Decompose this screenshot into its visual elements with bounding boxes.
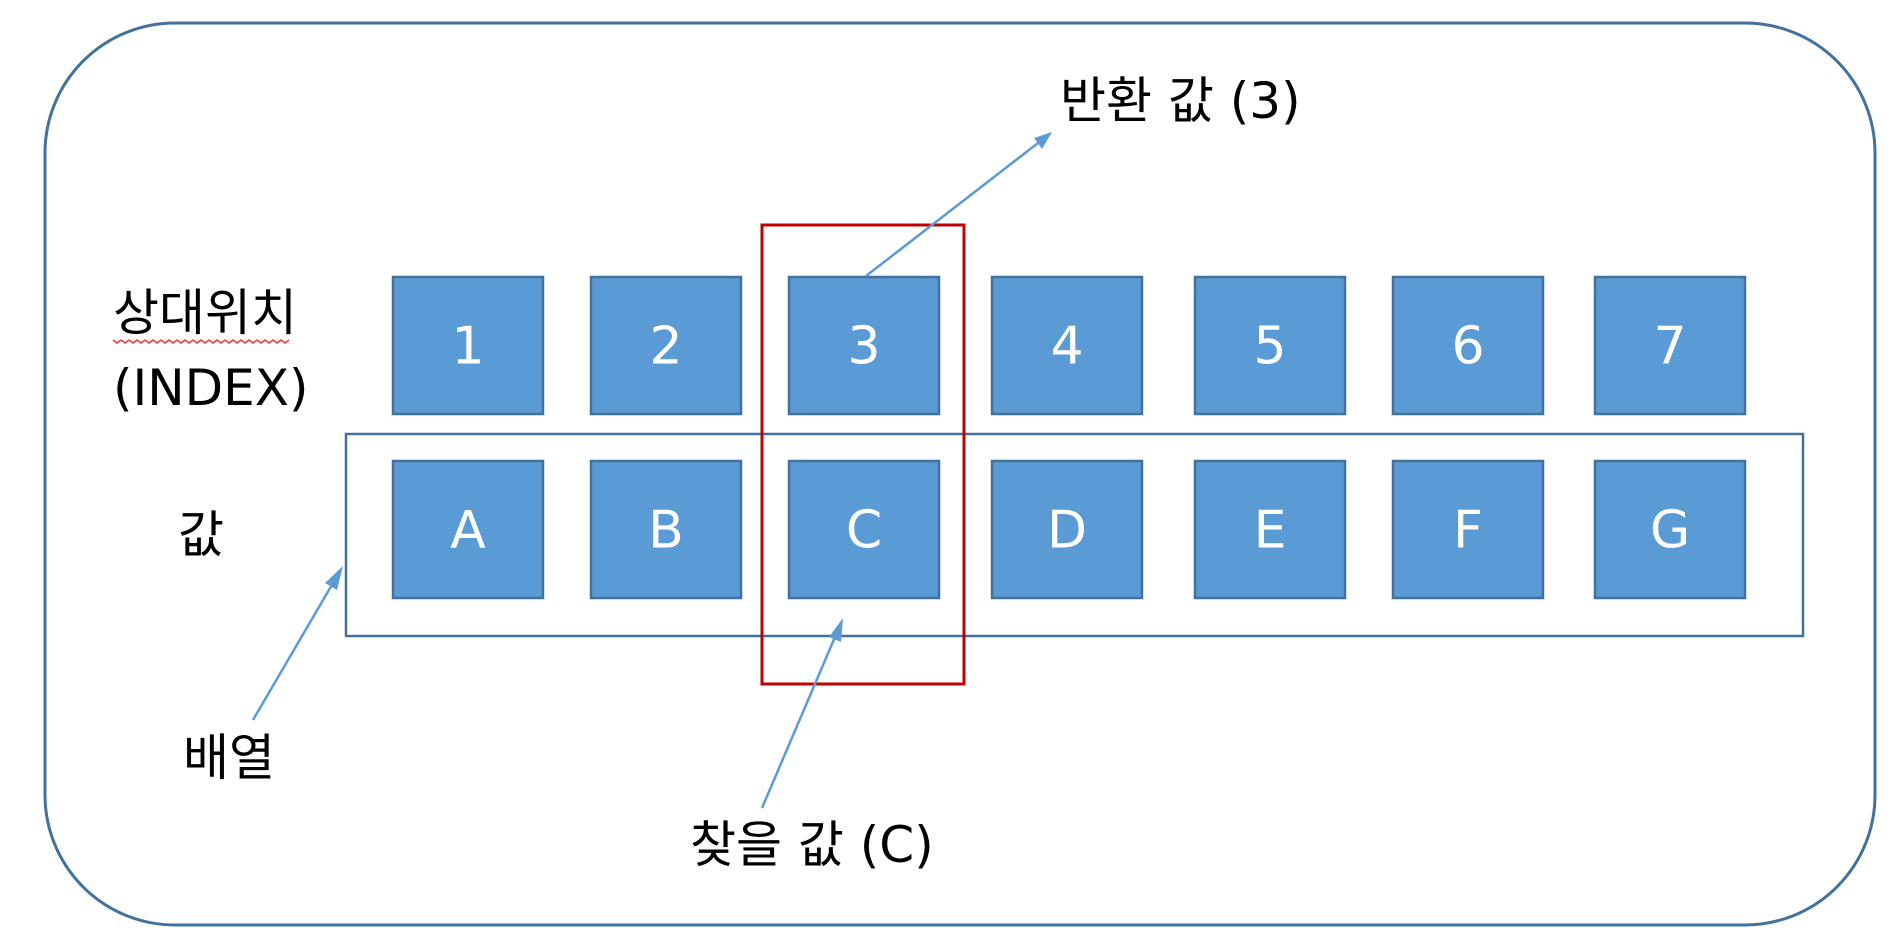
return-pointer-arrowhead — [1034, 132, 1052, 149]
value-cell — [1593, 459, 1747, 600]
return-pointer-line — [865, 142, 1039, 277]
index-cell — [1193, 275, 1347, 416]
index-cell-label: 1 — [451, 317, 484, 377]
value-cell-label: F — [1453, 501, 1483, 561]
index-cell-label: 6 — [1451, 317, 1484, 377]
value-cell-label: D — [1047, 501, 1087, 561]
value-cell — [787, 459, 941, 600]
index-cell — [1593, 275, 1747, 416]
index-cell-label: 5 — [1253, 317, 1286, 377]
spellcheck-underline — [112, 339, 290, 344]
index-cell-label: 4 — [1050, 317, 1083, 377]
search-pointer-arrowhead — [829, 618, 843, 642]
array-container — [344, 432, 1805, 638]
value-cell — [990, 459, 1144, 600]
array-pointer-line — [251, 582, 335, 721]
index-cell-label: 3 — [847, 317, 880, 377]
value-cell-label: G — [1650, 501, 1690, 561]
index-cell — [1391, 275, 1545, 416]
value-cell-label: C — [846, 501, 882, 561]
diagram-frame — [43, 21, 1877, 927]
index-cell — [990, 275, 1144, 416]
value-cell — [391, 459, 545, 600]
index-cell — [391, 275, 545, 416]
value-cell-label: E — [1254, 501, 1287, 561]
search-value-label: 찾을 값 (C) — [690, 816, 934, 874]
array-pointer-arrowhead — [325, 566, 343, 590]
value-cell — [1391, 459, 1545, 600]
index-cell — [787, 275, 941, 416]
index-label-line2: (INDEX) — [113, 359, 309, 417]
value-cell-label: A — [450, 501, 486, 561]
highlight-box — [760, 223, 966, 686]
index-cell — [589, 275, 743, 416]
value-cell — [1193, 459, 1347, 600]
value-row: A B C D E F G — [391, 459, 1747, 600]
value-label: 값 — [178, 506, 224, 564]
array-label: 배열 — [183, 729, 275, 787]
index-cell-label: 7 — [1653, 317, 1686, 377]
index-label-line1: 상대위치 — [113, 284, 297, 342]
index-row: 1 2 3 4 5 6 7 — [391, 275, 1747, 416]
value-cell — [589, 459, 743, 600]
search-pointer-line — [760, 636, 837, 809]
value-cell-label: B — [648, 501, 684, 561]
index-cell-label: 2 — [649, 317, 682, 377]
return-value-label: 반환 값 (3) — [1060, 72, 1301, 130]
